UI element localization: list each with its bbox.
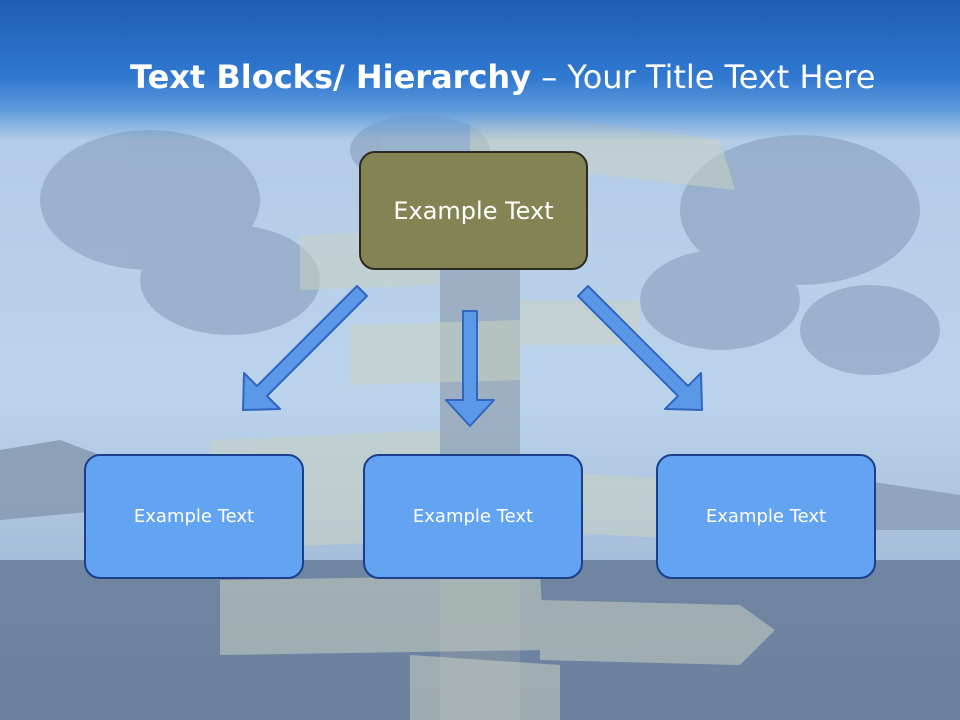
arrow-right (577, 285, 703, 411)
child-box-1[interactable]: Example Text (84, 454, 304, 579)
title-bar (0, 0, 960, 140)
title-bold-part: Text Blocks/ Hierarchy (130, 58, 532, 96)
top-level-box[interactable]: Example Text (359, 151, 588, 270)
title-regular-part: – Your Title Text Here (531, 58, 876, 96)
slide-title: Text Blocks/ Hierarchy – Your Title Text… (130, 52, 930, 102)
arrow-left (242, 285, 368, 411)
child-box-3[interactable]: Example Text (656, 454, 876, 579)
arrow-center (445, 310, 495, 427)
child-box-2[interactable]: Example Text (363, 454, 583, 579)
